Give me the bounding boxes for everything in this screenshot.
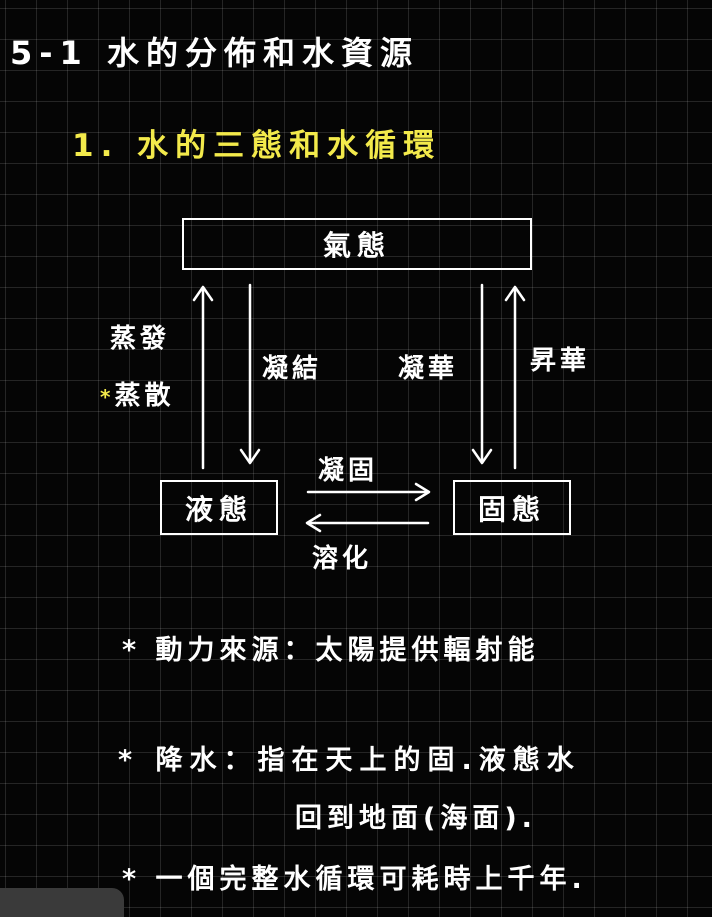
energy-source-note: * 動力來源：太陽提供輻射能 xyxy=(122,635,540,666)
cycle-duration-note: * 一個完整水循環可耗時上千年. xyxy=(122,864,587,895)
evaporation-arrow xyxy=(192,285,214,470)
freezing-arrow xyxy=(306,482,431,502)
deposition-label: 凝華 xyxy=(398,354,459,384)
sublimation-label: 昇華 xyxy=(530,346,591,376)
condensation-arrow xyxy=(239,283,261,465)
melting-label: 溶化 xyxy=(312,544,373,574)
liquid-state-box: 液態 xyxy=(160,480,278,535)
sublimation-arrow xyxy=(504,285,526,470)
page-title: 5-1 水的分佈和水資源 xyxy=(10,34,419,72)
melting-arrow xyxy=(305,513,430,533)
precipitation-note-line1: * 降水：指在天上的固.液態水 xyxy=(118,745,581,776)
transpiration-label: *蒸散 xyxy=(100,375,174,412)
solid-state-box: 固態 xyxy=(453,480,571,535)
section-heading: 1. 水的三態和水循環 xyxy=(72,128,442,164)
precipitation-note-line2: 回到地面(海面). xyxy=(295,803,537,834)
evaporation-label: 蒸發 xyxy=(110,324,171,354)
gas-state-label: 氣態 xyxy=(322,229,391,262)
condensation-label: 凝結 xyxy=(262,354,323,384)
transpiration-text: 蒸散 xyxy=(114,381,175,411)
gas-state-box: 氣態 xyxy=(182,218,532,270)
freezing-label: 凝固 xyxy=(318,456,379,486)
liquid-state-label: 液態 xyxy=(184,492,253,526)
corner-overlay xyxy=(0,888,124,917)
transpiration-star-mark: * xyxy=(100,385,115,409)
deposition-arrow xyxy=(471,283,493,465)
solid-state-label: 固態 xyxy=(477,492,546,526)
